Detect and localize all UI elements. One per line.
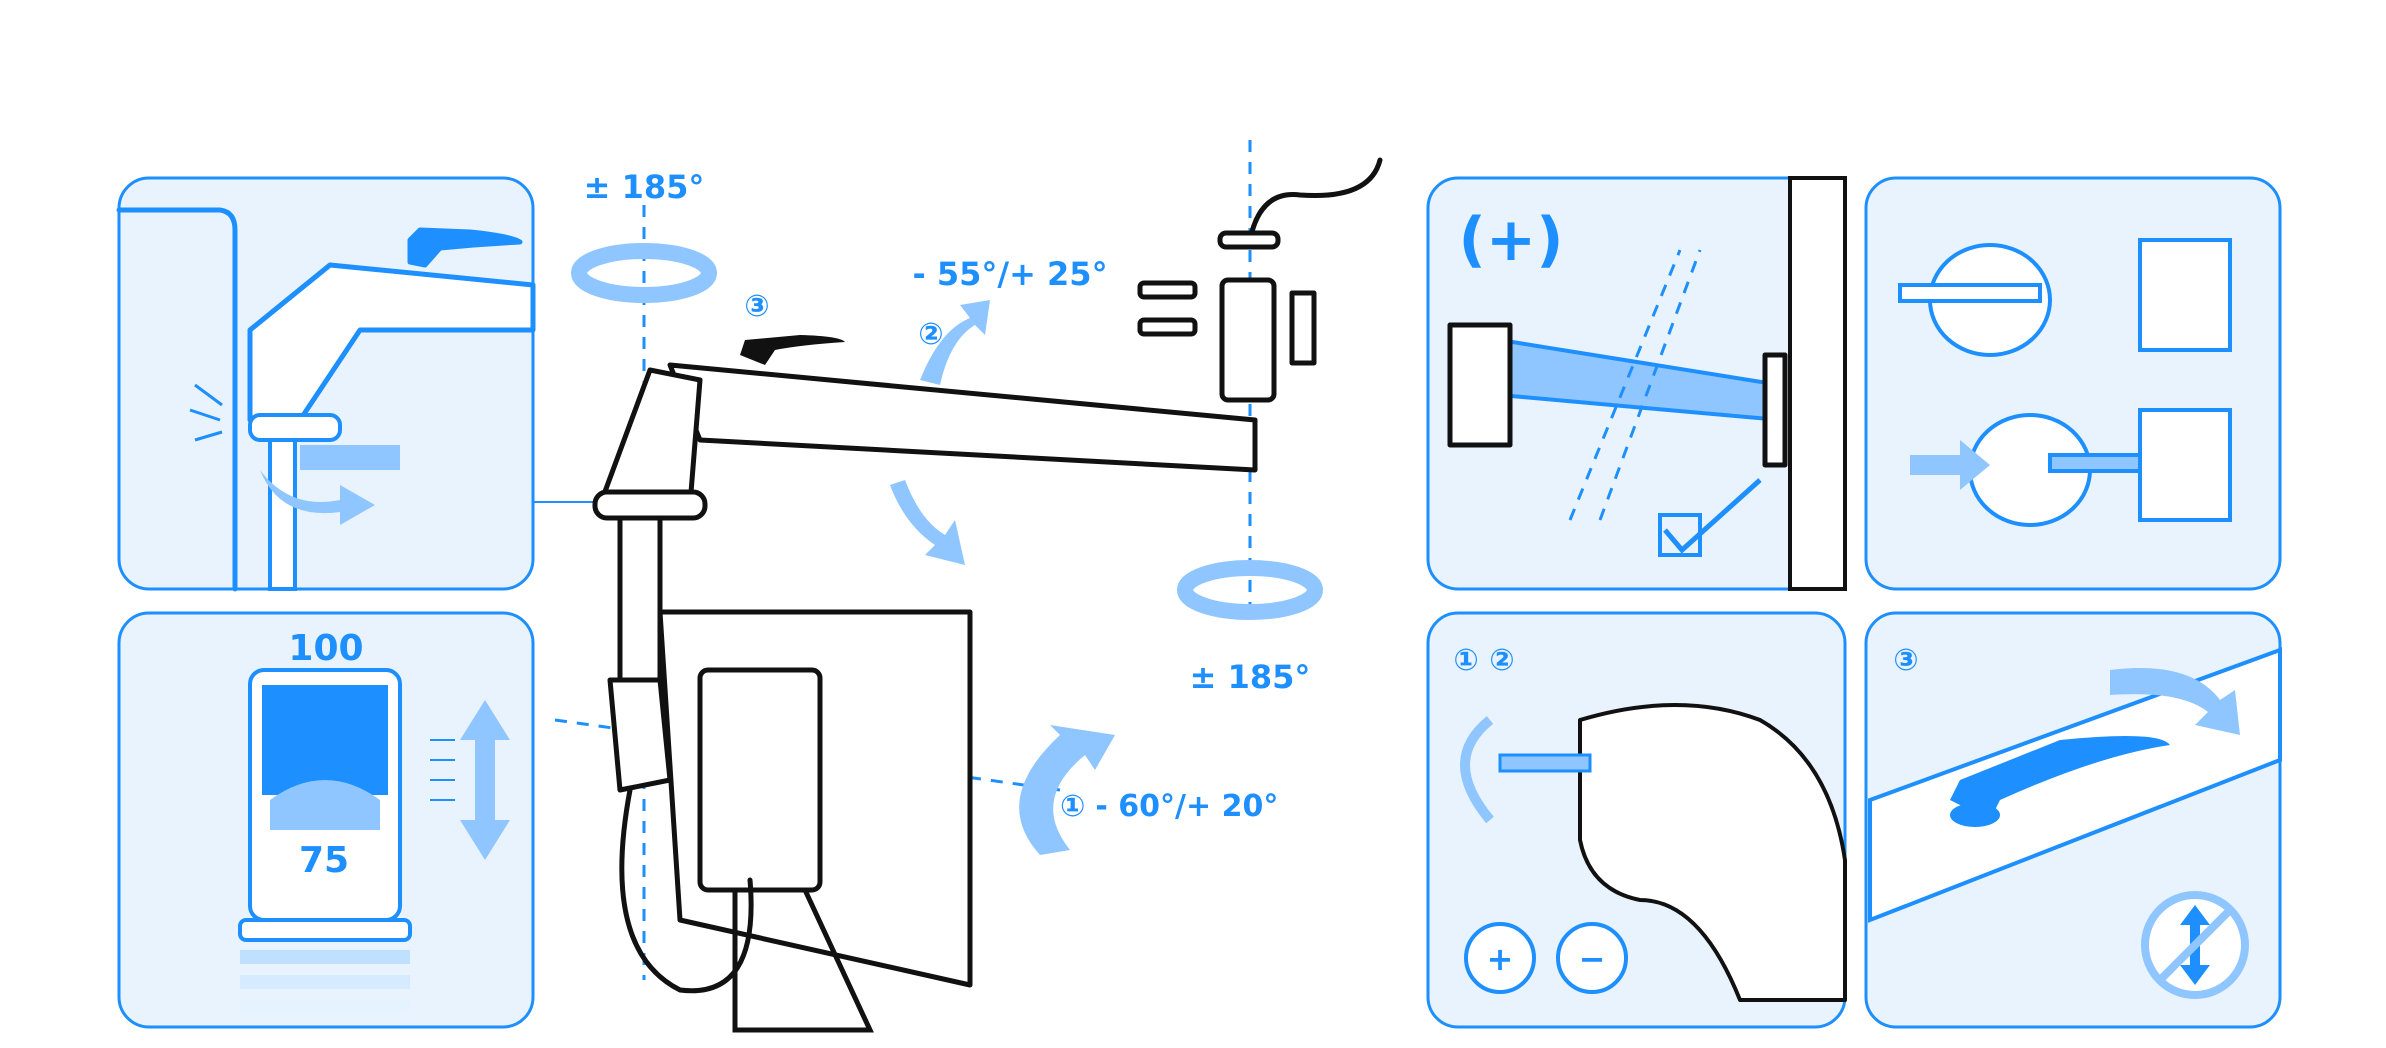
rotate-down-arrow-icon [2110, 668, 2240, 735]
main-arm-illustration: ± 185° ± 185° - 55°/+ 25° ③ ② ①- 60°/+ 2… [554, 140, 1383, 1033]
tilt-up-arrow-icon [920, 300, 990, 385]
panel-clamp-profile [1864, 176, 2282, 591]
bottom-rotation-label: ± 185° [1190, 658, 1311, 696]
vesa-width-label: 100 [288, 628, 363, 669]
svg-text:+: + [1487, 940, 1514, 978]
panel-lever: ③ [1864, 611, 2282, 1029]
top-rotation-label: ± 185° [584, 168, 705, 206]
arm-tilt-label: - 55°/+ 25° [912, 255, 1107, 293]
panel-vesa: 100 75 [117, 611, 535, 1029]
monitor-tilt-label: ① - 60°/+ 20° [1060, 789, 1278, 824]
step-3-marker: ③ [744, 289, 769, 324]
lever-icon [740, 335, 845, 365]
panel-extension: (+) [1426, 176, 1847, 591]
push-arrow-icon [1910, 440, 1990, 490]
no-vertical-adjust-icon [2141, 891, 2249, 999]
lever-icon [407, 227, 523, 268]
step-1-marker: ① [1060, 789, 1085, 824]
tilt-down-arrow-icon [890, 480, 965, 565]
vertical-adjust-arrow-icon [460, 700, 510, 860]
monitor-tilt-range: - 60°/+ 20° [1095, 789, 1278, 824]
lever-step-label: ③ [1893, 643, 1918, 678]
decrease-tension-icon: − [1556, 922, 1628, 994]
svg-text:−: − [1579, 940, 1606, 978]
monitor-tilt-arrow-icon [1019, 725, 1115, 855]
vesa-height-label: 75 [299, 840, 349, 881]
rotation-ring-top-icon [571, 243, 717, 303]
panel-joint-detail [116, 176, 536, 592]
tension-steps-label: ① ② [1453, 643, 1514, 678]
lever-icon [1950, 736, 2170, 820]
panel-tension: ① ② + − [1426, 611, 1847, 1029]
rotation-ring-bottom-icon [1177, 560, 1323, 620]
extension-plus-label: (+) [1458, 205, 1563, 275]
increase-tension-icon: + [1464, 922, 1536, 994]
